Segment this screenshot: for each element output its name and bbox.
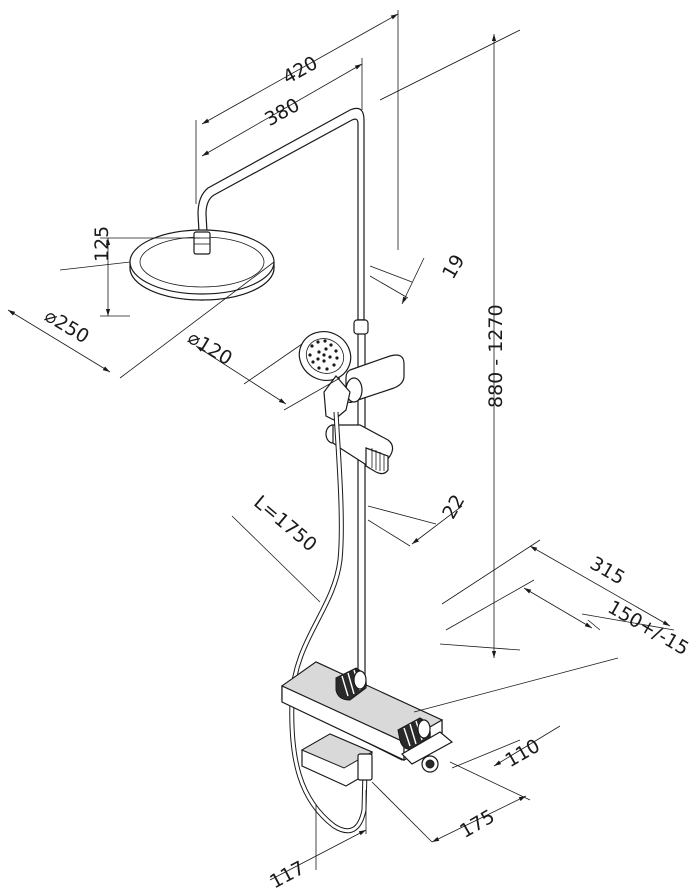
dim-rod-diameter: 19 [438,251,469,283]
dimension-lines [7,10,675,881]
dim-height-range: 880 - 1270 [485,304,507,408]
rod-sleeve [353,319,369,335]
wall-mount-bracket [401,731,454,773]
slider-clamp [325,424,394,475]
dim-shelf-width: 175 [456,806,498,843]
dim-shower-head-drop: 125 [91,226,113,262]
hand-shower-holder [345,354,405,403]
dim-hand-shower-diameter: ⌀120 [184,327,236,370]
dim-rain-head-diameter: ⌀250 [41,305,93,348]
dim-shelf-depth: 110 [501,735,543,772]
temperature-knob [335,667,367,701]
bath-spout [300,733,374,787]
dim-inlet-spacing: 150+/-15 [604,596,693,660]
rain-shower-head [129,229,275,301]
hand-shower [298,331,352,421]
dim-wall-projection: 315 [586,552,628,589]
hand-shower-nozzles [308,339,339,371]
dim-overall-arm-length: 420 [279,52,321,89]
dim-lower-rod-diameter: 22 [438,491,469,523]
dim-arm-reach: 380 [261,94,303,131]
dim-hose-length: L=1750 [249,491,320,556]
dim-spout-length: 117 [266,857,308,889]
